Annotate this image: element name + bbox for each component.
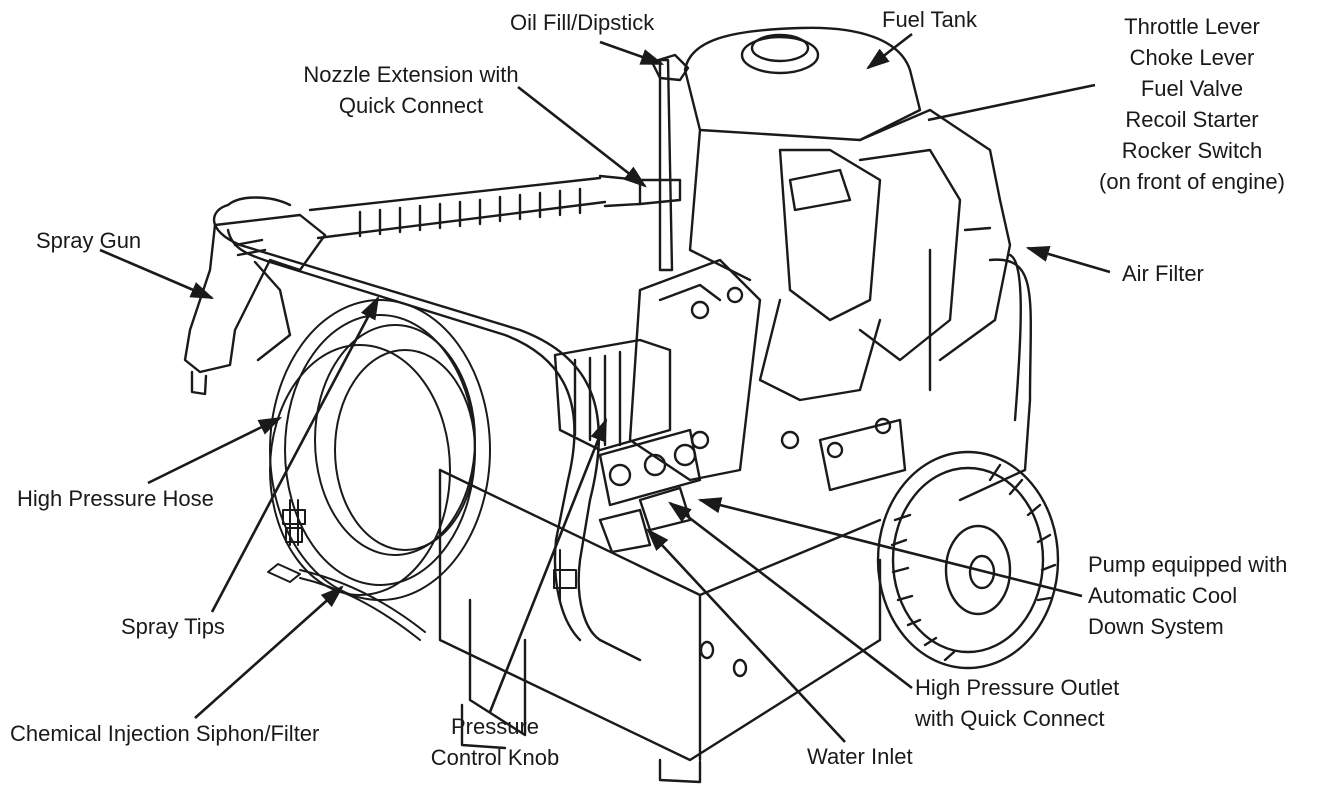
pump [553,338,702,554]
hose-coil [269,299,577,601]
label-spray-gun: Spray Gun [36,228,142,253]
leader-fuel-tank [866,32,913,70]
leader-oil-fill [599,40,665,66]
label-nozzle-line-1: Nozzle Extension with [303,62,519,87]
label-pressure-knob: Pressure Control Knob [405,711,585,773]
label-pressure-line-2: Control Knob [430,745,560,770]
leader-spray-gun [99,248,215,300]
label-pump-cooldown: Pump equipped with Automatic Cool Down S… [1088,549,1287,642]
label-engine-controls: Throttle Lever Choke Lever Fuel Valve Re… [1082,11,1302,197]
label-front-of-engine: (on front of engine) [1099,169,1285,194]
callout-lines [99,32,1111,743]
leader-engine-controls [927,83,1096,122]
label-outlet-line-2: with Quick Connect [915,706,1105,731]
leader-chemical-siphon [194,585,344,719]
leader-high-pressure-hose [147,416,283,485]
label-oil-fill: Oil Fill/Dipstick [510,10,655,35]
leader-pump [697,497,1083,598]
label-rocker-switch: Rocker Switch [1121,138,1263,163]
label-spray-tips: Spray Tips [121,614,225,639]
engine [628,26,1012,492]
leader-air-filter [1025,246,1111,274]
label-nozzle-extension: Nozzle Extension with Quick Connect [286,59,536,121]
label-outlet-line-1: High Pressure Outlet [915,675,1120,700]
base-frame [438,468,882,784]
label-high-pressure-hose: High Pressure Hose [17,486,214,511]
leader-pressure-knob [488,417,608,713]
handle-frame [212,196,1033,662]
spray-gun [183,213,327,396]
label-recoil-starter: Recoil Starter [1125,107,1259,132]
wheel [876,450,1060,670]
label-hp-outlet: High Pressure Outlet with Quick Connect [915,672,1119,734]
label-choke-lever: Choke Lever [1129,45,1255,70]
machine-illustration [183,26,1060,784]
label-water-inlet: Water Inlet [807,744,913,769]
label-pump-line-1: Pump equipped with [1088,552,1288,577]
siphon-tube [267,563,426,641]
label-pressure-line-1: Pressure [450,714,540,739]
label-fuel-valve: Fuel Valve [1140,76,1244,101]
label-throttle-lever: Throttle Lever [1124,14,1260,39]
label-nozzle-line-2: Quick Connect [338,93,484,118]
label-chemical-siphon: Chemical Injection Siphon/Filter [10,721,320,746]
leader-nozzle-extension [517,85,647,188]
label-fuel-tank: Fuel Tank [882,7,977,32]
label-pump-line-3: Down System [1088,614,1224,639]
label-air-filter: Air Filter [1122,261,1204,286]
label-pump-line-2: Automatic Cool [1088,583,1238,608]
leader-hp-outlet [668,501,913,690]
leader-spray-tips [210,295,380,613]
nozzle-extension [308,174,682,240]
leader-water-inlet [646,528,846,743]
